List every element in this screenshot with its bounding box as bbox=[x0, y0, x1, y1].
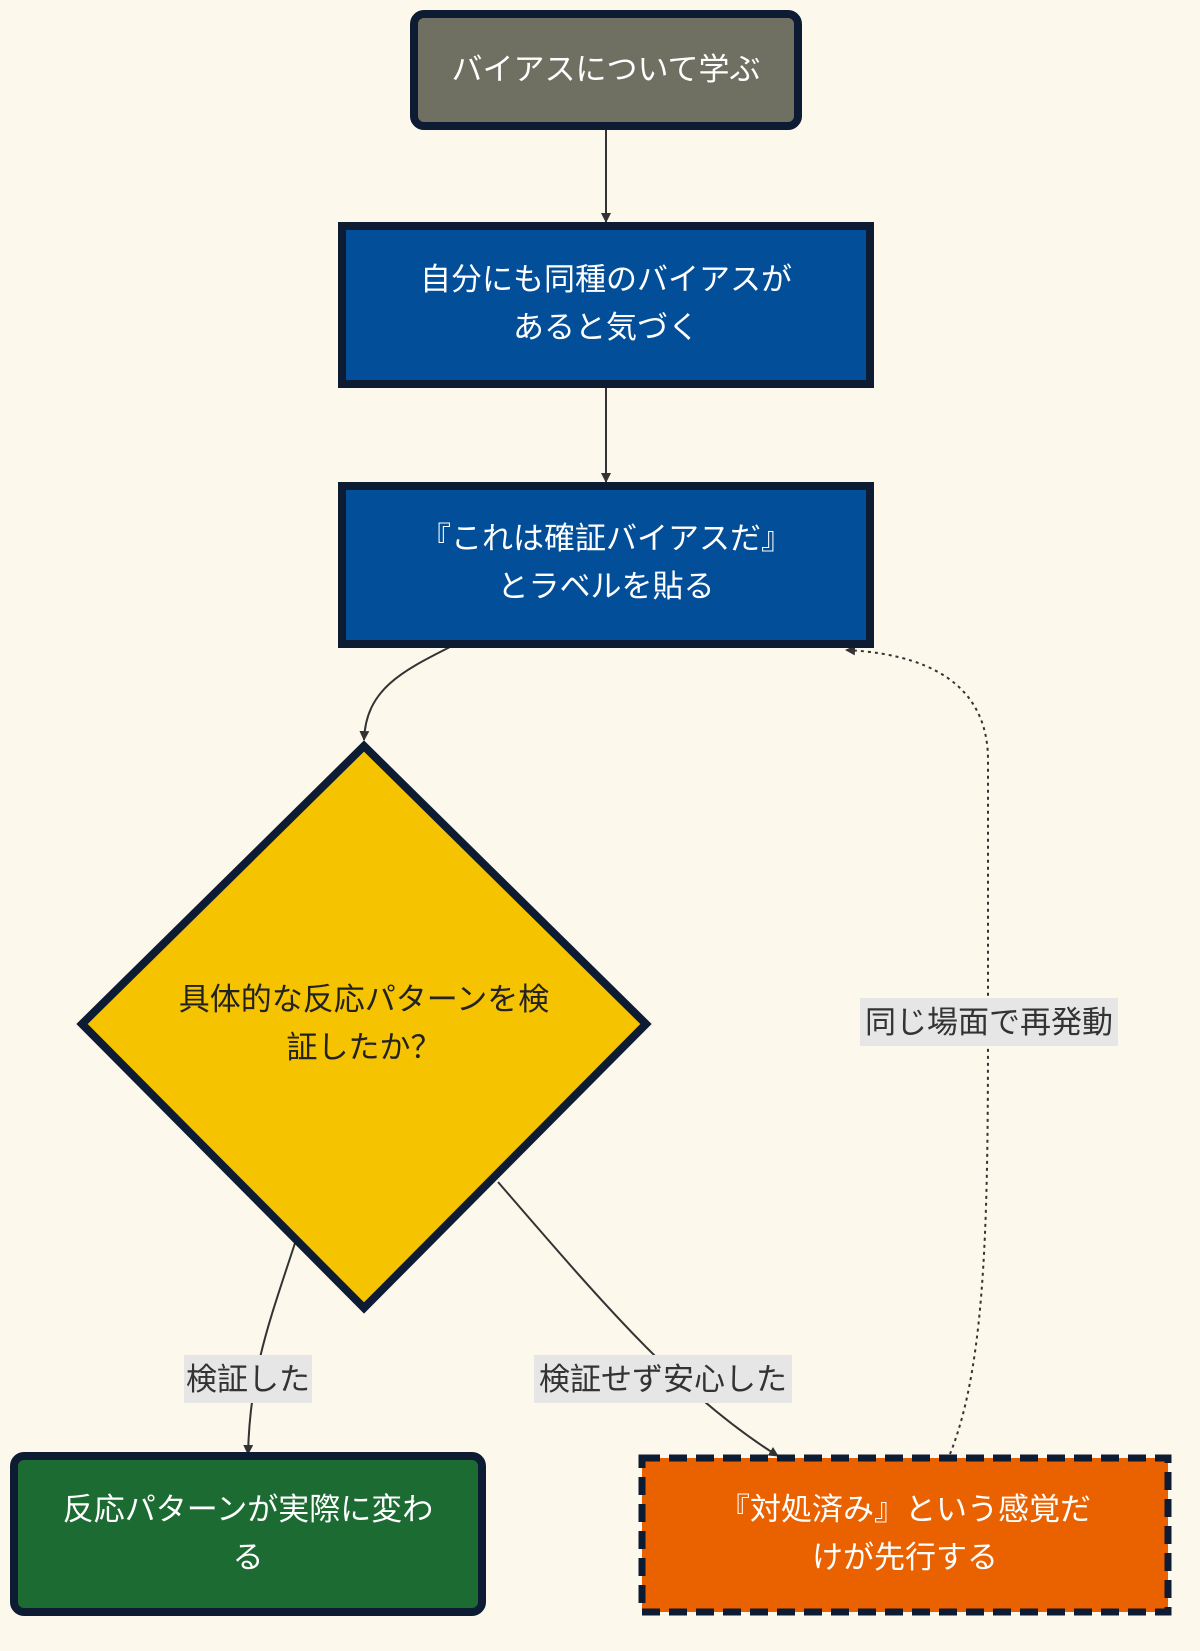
svg-text:とラベルを貼る: とラベルを貼る bbox=[498, 569, 715, 605]
edge-label-to-decision bbox=[359, 645, 453, 741]
node-label: 『これは確証バイアスだ』 とラベルを貼る bbox=[338, 482, 874, 648]
node-start: バイアスについて学ぶ bbox=[410, 10, 802, 130]
svg-text:バイアスについて学ぶ: バイアスについて学ぶ bbox=[451, 52, 760, 88]
svg-text:『対処済み』という感覚だ: 『対処済み』という感覚だ bbox=[719, 1492, 1091, 1528]
svg-text:同じ場面で再発動: 同じ場面で再発動 bbox=[865, 1005, 1113, 1041]
edge-label-loop: 同じ場面で再発動 bbox=[860, 998, 1118, 1046]
svg-text:具体的な反応パターンを検: 具体的な反応パターンを検 bbox=[179, 982, 549, 1018]
edge-decision-to-false-sense bbox=[497, 1181, 779, 1457]
node-false-sense: 『対処済み』という感覚だ けが先行する bbox=[638, 1454, 1172, 1616]
node-notice: 自分にも同種のバイアスが あると気づく bbox=[338, 222, 874, 388]
node-changed: 反応パターンが実際に変わ る bbox=[10, 1452, 486, 1616]
svg-text:検証せず安心した: 検証せず安心した bbox=[539, 1362, 787, 1398]
svg-text:あると気づく: あると気づく bbox=[513, 310, 699, 346]
edge-decision-to-changed bbox=[243, 1239, 297, 1455]
svg-text:検証した: 検証した bbox=[186, 1362, 310, 1398]
edge-label-verified: 検証した bbox=[184, 1355, 312, 1403]
svg-text:反応パターンが実際に変わ: 反応パターンが実際に変わ bbox=[63, 1492, 433, 1528]
svg-text:証したか？: 証したか？ bbox=[287, 1030, 442, 1066]
edge-false-sense-loop-to-label bbox=[845, 645, 989, 1455]
svg-text:る: る bbox=[233, 1540, 264, 1576]
svg-text:けが先行する: けが先行する bbox=[812, 1540, 998, 1576]
edge-label-unverified: 検証せず安心した bbox=[534, 1355, 792, 1403]
svg-text:自分にも同種のバイアスが: 自分にも同種のバイアスが bbox=[420, 262, 792, 298]
svg-text:『これは確証バイアスだ』: 『これは確証バイアスだ』 bbox=[420, 521, 792, 557]
node-decision: 具体的な反応パターンを検 証したか？ bbox=[76, 740, 652, 1314]
